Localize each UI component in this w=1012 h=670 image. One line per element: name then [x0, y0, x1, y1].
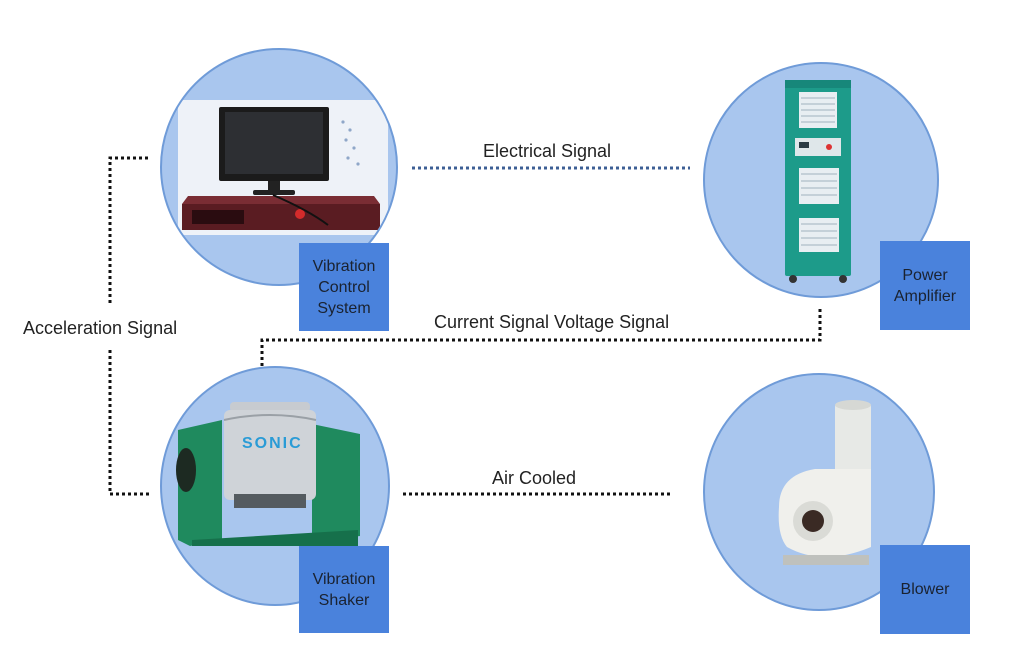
- controller-circle: [160, 48, 398, 286]
- shaker-circle: SONIC: [160, 366, 390, 606]
- current-voltage-signal-line: [260, 306, 822, 366]
- shaker-label: Vibration Shaker: [299, 546, 389, 633]
- electrical-signal-label: Electrical Signal: [483, 141, 612, 161]
- current-voltage-signal-label: Current Signal Voltage Signal: [434, 312, 670, 332]
- controller-label: Vibration Control System: [299, 243, 389, 331]
- blower-label: Blower: [880, 545, 970, 634]
- blower-icon: [778, 400, 871, 565]
- amplifier-label: Power Amplifier: [880, 241, 970, 330]
- shaker-brand-text: SONIC: [242, 435, 303, 452]
- acceleration-signal-line: [108, 156, 148, 306]
- power-amplifier-icon: [785, 80, 851, 283]
- computer-icon: [178, 100, 388, 235]
- air-cooled-label: Air Cooled: [492, 468, 577, 488]
- acceleration-signal-line-lower: [108, 350, 150, 496]
- vibration-shaker-icon: SONIC: [176, 402, 360, 546]
- acceleration-signal-label: Acceleration Signal: [23, 318, 178, 338]
